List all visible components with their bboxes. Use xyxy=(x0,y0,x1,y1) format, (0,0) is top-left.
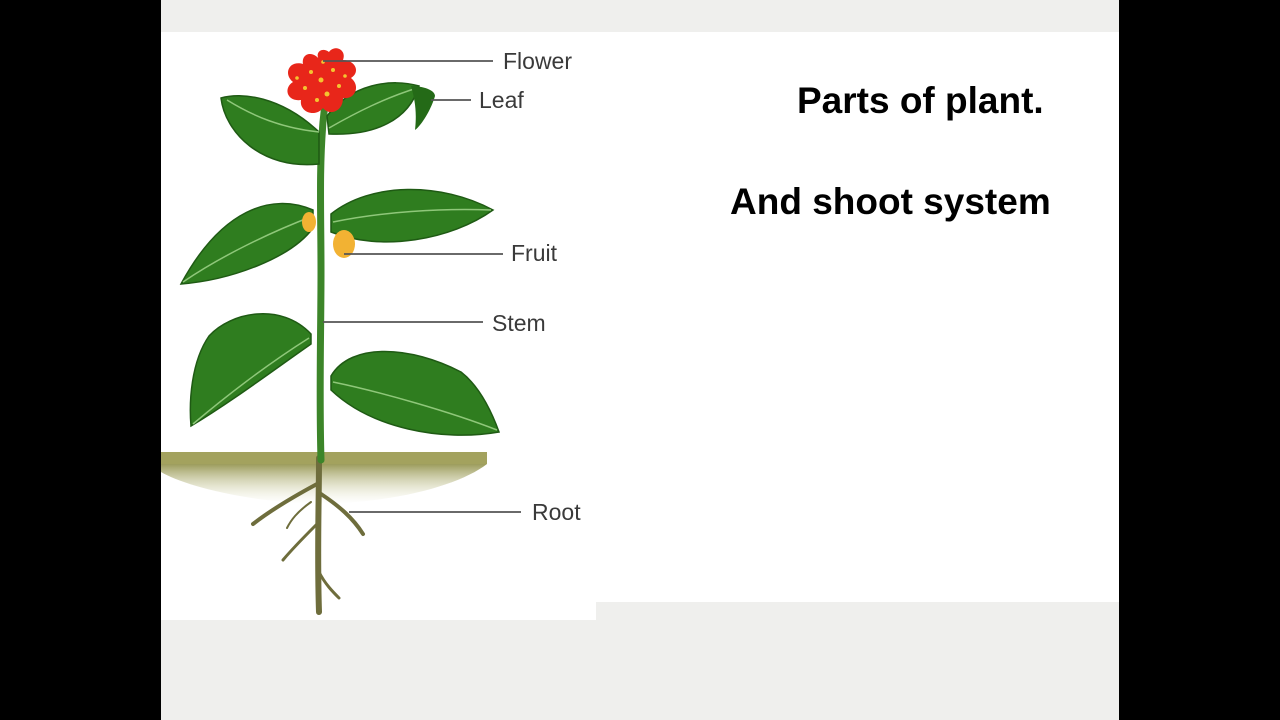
leaves xyxy=(179,82,501,436)
label-stem: Stem xyxy=(492,310,546,336)
label-flower: Flower xyxy=(503,48,573,74)
label-root: Root xyxy=(532,499,581,525)
plant-diagram: Flower Leaf Fruit Stem Root xyxy=(161,32,596,620)
video-frame: Flower Leaf Fruit Stem Root Parts of pla… xyxy=(161,0,1119,720)
slide-title: Parts of plant. xyxy=(797,80,1044,121)
slide-subtitle: And shoot system xyxy=(730,181,1051,222)
plant-illustration xyxy=(161,48,521,615)
flower-head xyxy=(287,48,357,114)
stem xyxy=(316,72,333,464)
label-fruit: Fruit xyxy=(511,240,557,266)
root-system xyxy=(251,455,365,615)
label-leaf: Leaf xyxy=(479,87,524,113)
leader-lines xyxy=(323,60,521,513)
fruits xyxy=(302,212,355,258)
